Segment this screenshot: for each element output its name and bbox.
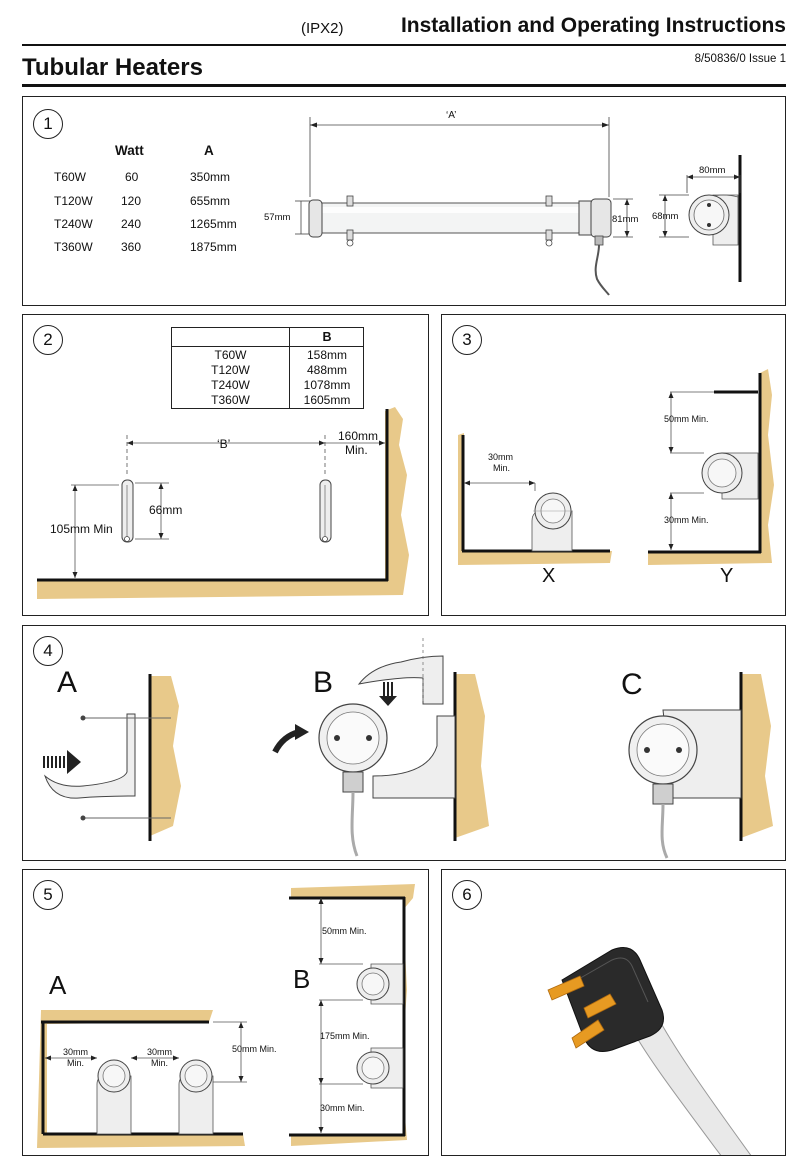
clearance-drawing: [458, 369, 774, 565]
length-cell: 1875mm: [190, 240, 237, 254]
length-cell: 350mm: [190, 170, 231, 184]
plug-illustration: [547, 947, 752, 1155]
dimension-68mm-label: 68mm: [652, 211, 679, 222]
bracket-spacing-table: B T60W 158mm T120W 488mm T240W 1078mm T3…: [171, 327, 364, 409]
watt-cell: 60: [125, 170, 139, 184]
watt-cell: 360: [121, 240, 142, 254]
spacing-cell: 488mm: [306, 363, 347, 377]
dimension-50mm-b-label: 50mm Min.: [322, 926, 367, 936]
model-cell: T120W: [54, 194, 93, 208]
watt-column-header: Watt: [115, 143, 144, 158]
dimension-30mm-b-label: 30mm Min.: [320, 1103, 365, 1113]
panel-4-mounting-steps: 4 A B C: [22, 625, 786, 861]
panel-5-spacing: 5 A B: [22, 869, 429, 1156]
dimension-81mm-label: 81mm: [612, 214, 639, 225]
option-a-label: A: [49, 970, 67, 1000]
panel-2-bracket-spacing: 2 B T60W 158mm T120W 488mm T240W 1078mm …: [22, 314, 429, 616]
length-cell: 655mm: [190, 194, 231, 208]
step-number: 5: [33, 880, 63, 910]
length-cell: 1265mm: [190, 217, 237, 231]
bracket-spacing-drawing: [37, 407, 409, 599]
dimension-30mm-mid-min-label: Min.: [151, 1058, 169, 1068]
header-divider-thick: [22, 84, 786, 87]
model-cell: T60W: [214, 348, 247, 362]
dimension-30mm-left-min-label: Min.: [67, 1058, 85, 1068]
watt-cell: 120: [121, 194, 142, 208]
model-cell: T240W: [211, 378, 250, 392]
dimension-50mm-a-label: 50mm Min.: [232, 1044, 277, 1054]
dimension-57mm-label: 57mm: [264, 212, 291, 223]
dimension-30mm-left-label: 30mm: [63, 1047, 89, 1057]
option-x-label: X: [542, 565, 556, 587]
spacing-cell: 158mm: [306, 348, 347, 362]
spacing-cell: 1078mm: [303, 378, 351, 392]
b-column-header: B: [322, 330, 332, 344]
option-b-label: B: [293, 964, 311, 994]
dimension-160mm-label: 160mm: [338, 429, 379, 443]
document-code: 8/50836/0 Issue 1: [694, 53, 786, 65]
dimension-105mm-label: 105mm Min: [50, 522, 113, 536]
panel-1-dimensions: 1 Watt A T60W 60 350mm T120W 120 655mm T…: [22, 96, 786, 306]
dimension-50mm-label: 50mm Min.: [664, 414, 709, 424]
dimension-160mm-min-label: Min.: [345, 443, 368, 457]
a-column-header: A: [204, 143, 214, 158]
dimension-30mm-min-label: Min.: [493, 463, 511, 473]
option-y-label: Y: [720, 565, 734, 587]
spacing-cell: 1605mm: [303, 393, 351, 407]
model-cell: T120W: [211, 363, 250, 377]
model-cell: T60W: [54, 170, 87, 184]
panel-6-plug: 6: [441, 869, 786, 1156]
step-a-label: A: [57, 666, 78, 699]
product-title: Tubular Heaters: [22, 54, 203, 81]
step-number: 2: [33, 325, 63, 355]
spacing-drawing: [37, 884, 415, 1148]
step-number: 3: [452, 325, 482, 355]
step-c-label: C: [621, 668, 643, 701]
dimension-a-label: ‘A’: [446, 110, 457, 121]
document-title: Installation and Operating Instructions: [400, 14, 786, 37]
step-number: 1: [33, 109, 63, 139]
model-cell: T240W: [54, 217, 93, 231]
dimension-30mm-mid-label: 30mm: [147, 1047, 173, 1057]
step-number: 4: [33, 636, 63, 666]
heater-dimension-drawing: [295, 117, 742, 296]
model-cell: T360W: [54, 240, 93, 254]
watt-cell: 240: [121, 217, 142, 231]
ipx-rating: (IPX2): [301, 20, 344, 37]
step-number: 6: [452, 880, 482, 910]
dimension-66mm-label: 66mm: [149, 503, 183, 517]
mounting-drawing: [41, 638, 773, 859]
dimension-30mm-label: 30mm: [488, 452, 514, 462]
dimension-b-label: ‘B’: [217, 437, 231, 451]
step-b-label: B: [313, 666, 334, 699]
panel-3-clearances: 3 30mm Min. 50mm Min. 30mm Min. X Y: [441, 314, 786, 616]
dimension-175mm-label: 175mm Min.: [320, 1031, 370, 1041]
dimension-80mm-label: 80mm: [699, 165, 726, 176]
header-divider: [22, 44, 786, 46]
dimension-30mm-floor-label: 30mm Min.: [664, 515, 709, 525]
model-cell: T360W: [211, 393, 250, 407]
